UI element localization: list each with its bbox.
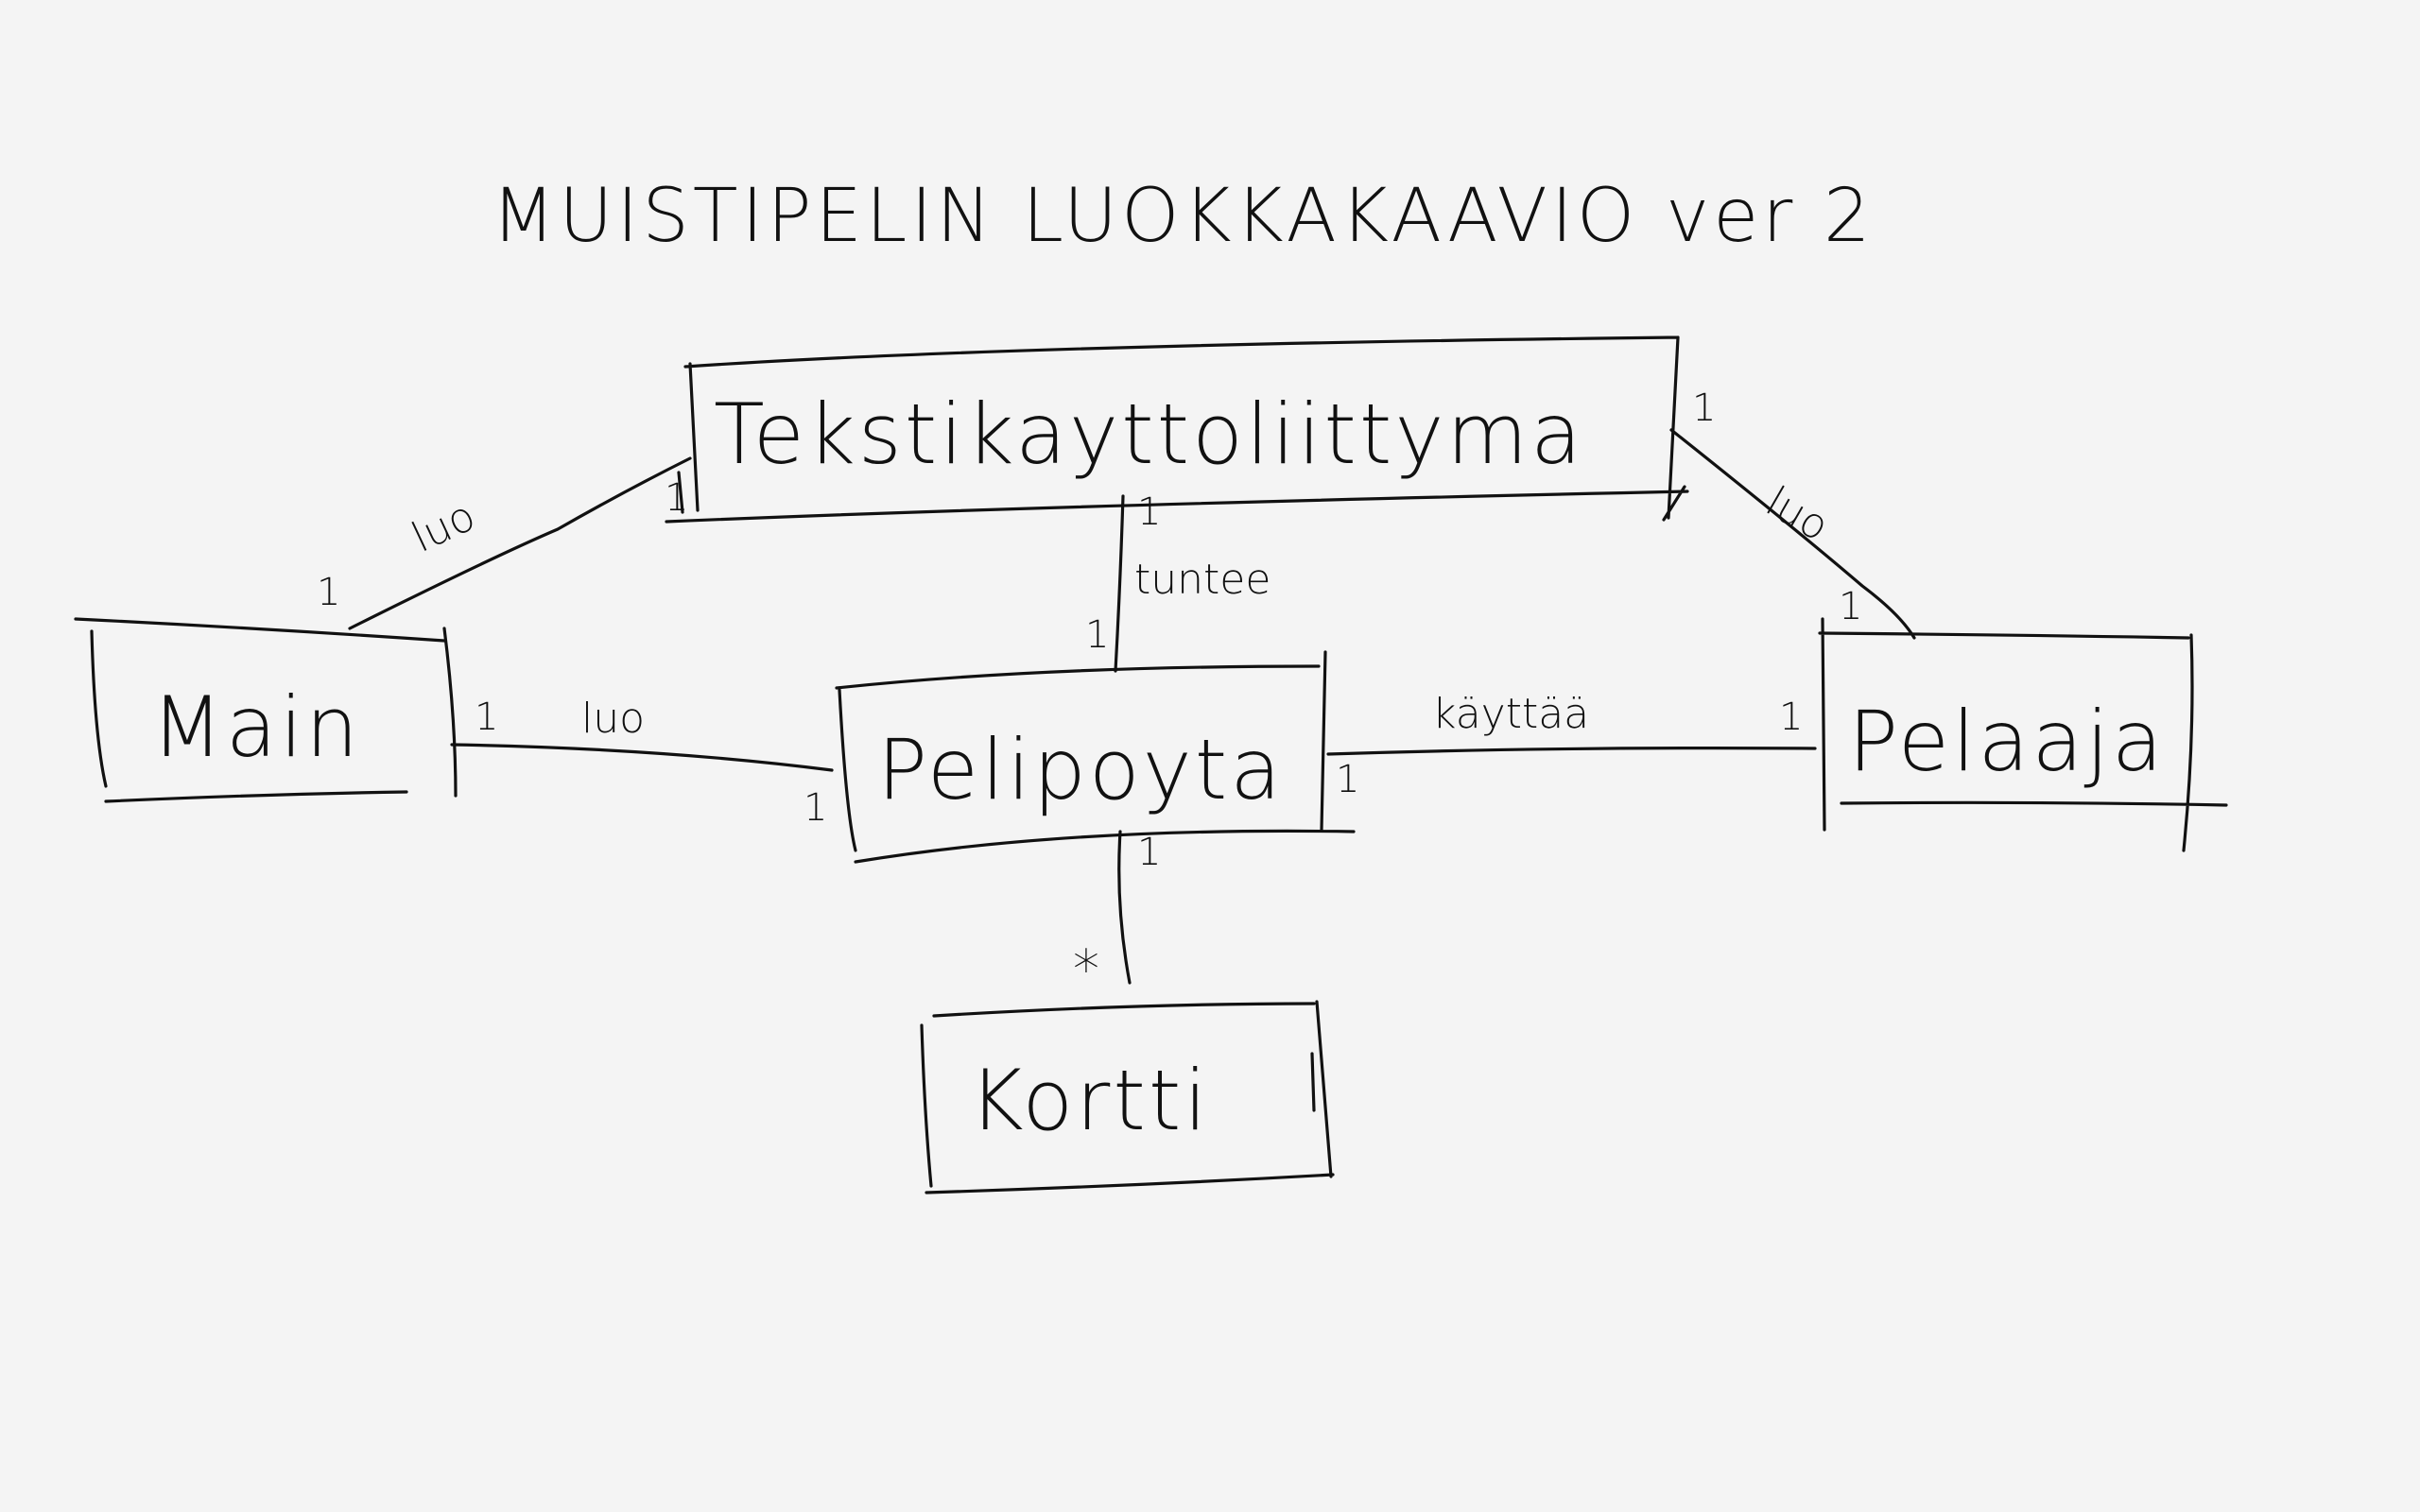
mult-ui-pelaaja-at-pelaaja: 1: [1839, 585, 1862, 628]
class-name-pelaaja: Pelaaja: [1848, 693, 2166, 790]
label-main-ui: luo: [405, 491, 482, 562]
mult-pelipoyta-kortti-at-pelipoyta: 1: [1137, 831, 1161, 874]
association-main-ui: [348, 456, 692, 630]
label-pelipoyta-pelaaja: käyttää: [1432, 690, 1589, 738]
class-name-main: Main: [151, 679, 361, 776]
class-box-tekstikayttoliittyma: Tekstikayttoliittyma: [665, 335, 1689, 524]
mult-main-ui-at-main: 1: [317, 571, 340, 614]
class-box-pelaaja: Pelaaja: [1818, 617, 2228, 852]
mult-pelipoyta-pelaaja-at-pelipoyta: 1: [1336, 758, 1359, 801]
label-main-pelipoyta: luo: [581, 695, 645, 743]
class-box-kortti: Kortti: [920, 1000, 1335, 1194]
mult-ui-pelipoyta-at-pelipoyta: 1: [1085, 613, 1109, 657]
class-name-tekstikayttoliittyma: Tekstikayttoliittyma: [714, 386, 1584, 483]
association-main-pelipoyta: [450, 743, 834, 772]
mult-main-ui-at-ui: 1: [665, 476, 688, 520]
mult-ui-pelipoyta-at-ui: 1: [1137, 490, 1161, 534]
class-box-pelipoyta: Pelipoyta: [835, 650, 1356, 864]
label-ui-pelipoyta: tuntee: [1134, 556, 1270, 604]
diagram-title: MUISTIPELIN LUOKKAKAAVIO ver 2: [492, 174, 1875, 259]
mult-ui-pelaaja-at-ui: 1: [1692, 387, 1716, 430]
association-ui-pelipoyta: [1114, 494, 1125, 673]
mult-main-pelipoyta-at-main: 1: [475, 696, 498, 739]
association-pelipoyta-kortti: [1117, 830, 1132, 985]
association-ui-pelaaja: [1669, 428, 1916, 640]
association-pelipoyta-pelaaja: [1326, 747, 1817, 756]
class-name-pelipoyta: Pelipoyta: [877, 721, 1284, 818]
mult-pelipoyta-pelaaja-at-pelaaja: 1: [1779, 696, 1803, 739]
class-name-kortti: Kortti: [969, 1052, 1210, 1149]
mult-pelipoyta-kortti-at-kortti: *: [1073, 939, 1099, 1001]
mult-main-pelipoyta-at-pelipoyta: 1: [804, 786, 827, 830]
label-ui-pelaaja: luo: [1758, 477, 1838, 551]
class-box-main: Main: [74, 617, 458, 803]
